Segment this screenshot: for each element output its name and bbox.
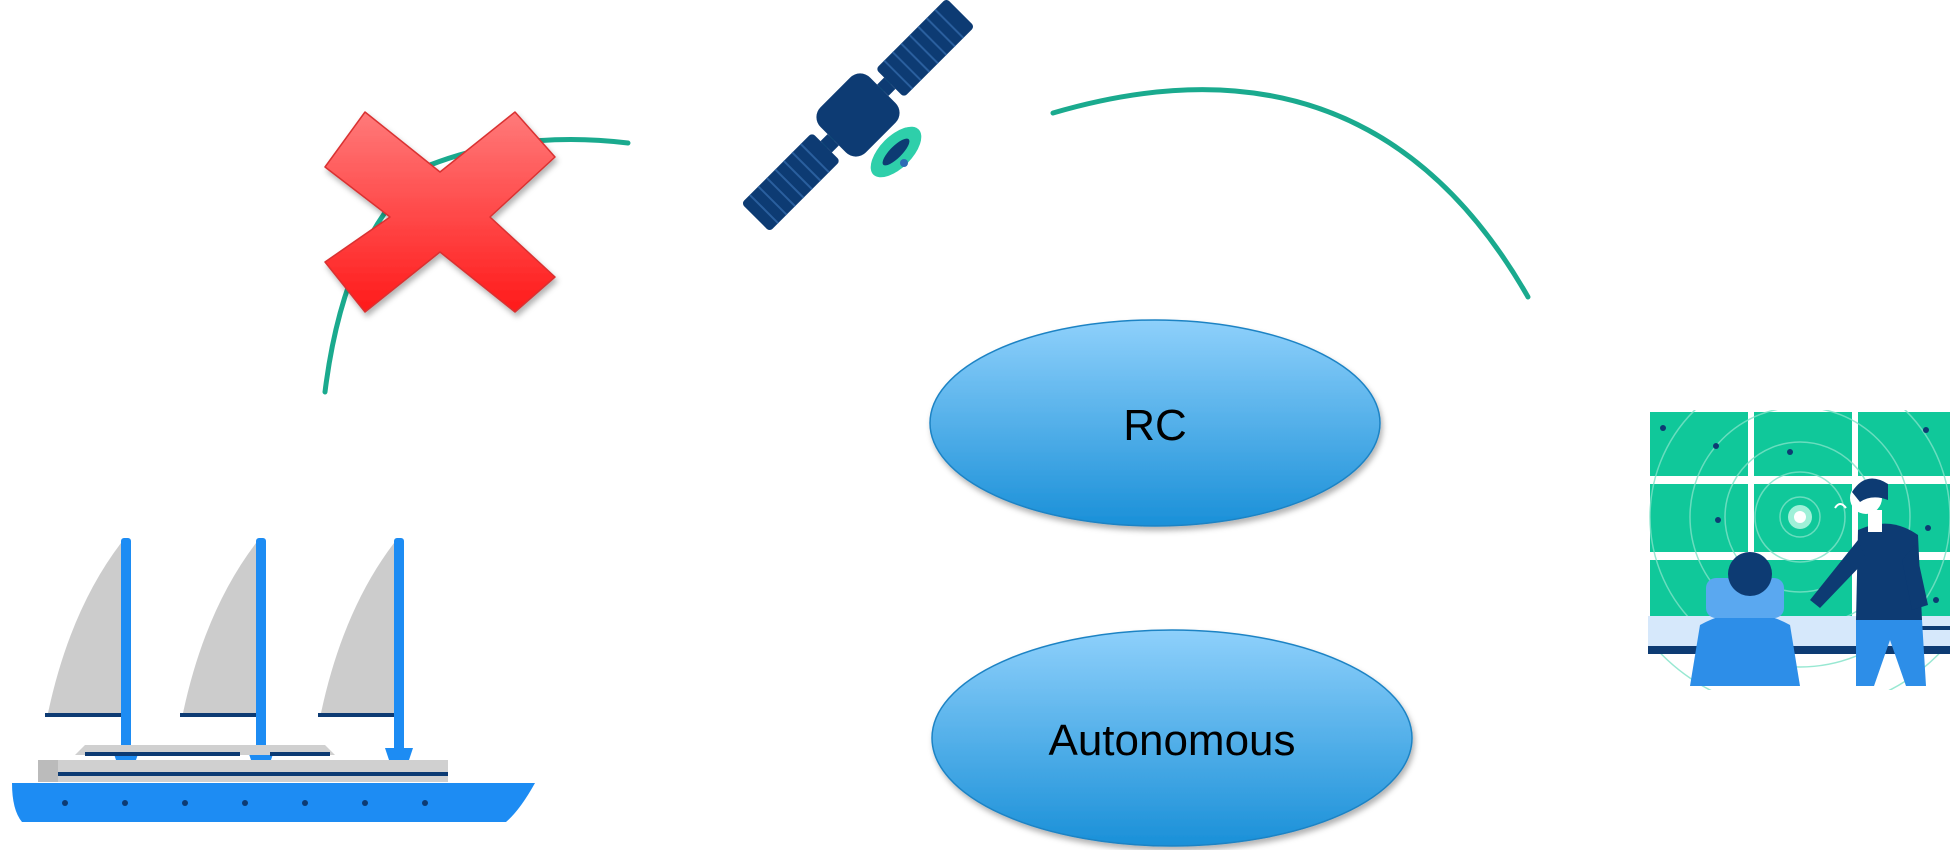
- mode-rc: RC: [929, 319, 1381, 527]
- mode-autonomous: Autonomous: [931, 629, 1413, 847]
- sailing-ship-icon: [12, 538, 535, 822]
- mode-autonomous-label: Autonomous: [1048, 716, 1295, 765]
- control-room-icon: [1648, 410, 1950, 690]
- link-broken-icon: [324, 111, 556, 313]
- mode-rc-label: RC: [1123, 401, 1187, 450]
- satellite-icon: [742, 0, 974, 231]
- satellite-control-link: [1050, 87, 1531, 300]
